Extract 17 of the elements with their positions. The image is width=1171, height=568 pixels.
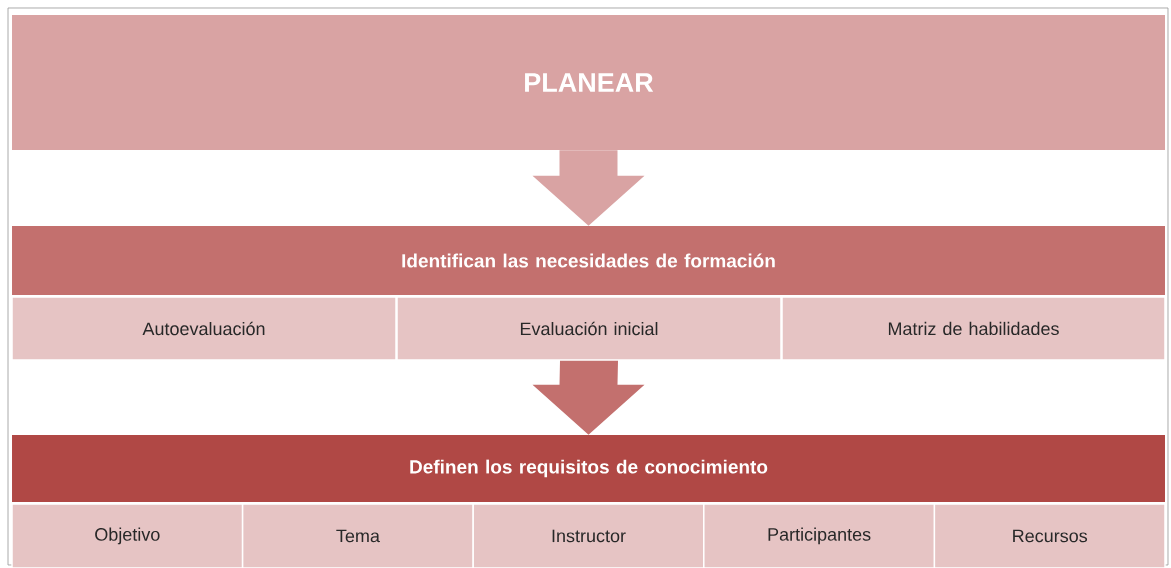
block-arrow [532, 150, 645, 226]
item-cell: Objetivo [11, 503, 244, 568]
item-cell: Autoevaluación [11, 296, 397, 361]
item-cell: Recursos [933, 503, 1166, 568]
node-label: Objetivo [95, 527, 160, 545]
item-cell: Matriz de habilidades [781, 296, 1166, 361]
item-cell: Instructor [472, 503, 705, 568]
header-band: Identifican las necesidades de formación [12, 226, 1165, 295]
item-cell: Evaluación inicial [396, 296, 782, 361]
item-cell: Participantes [703, 503, 936, 568]
block-arrow [532, 360, 645, 435]
item-cell: Tema [241, 503, 474, 568]
node-label: Participantes [768, 527, 871, 545]
node-label: Instructor [552, 529, 626, 543]
title-band: PLANEAR [12, 15, 1165, 150]
header-band: Definen los requisitos de conocimiento [12, 435, 1165, 502]
node-label: Tema [336, 529, 380, 543]
